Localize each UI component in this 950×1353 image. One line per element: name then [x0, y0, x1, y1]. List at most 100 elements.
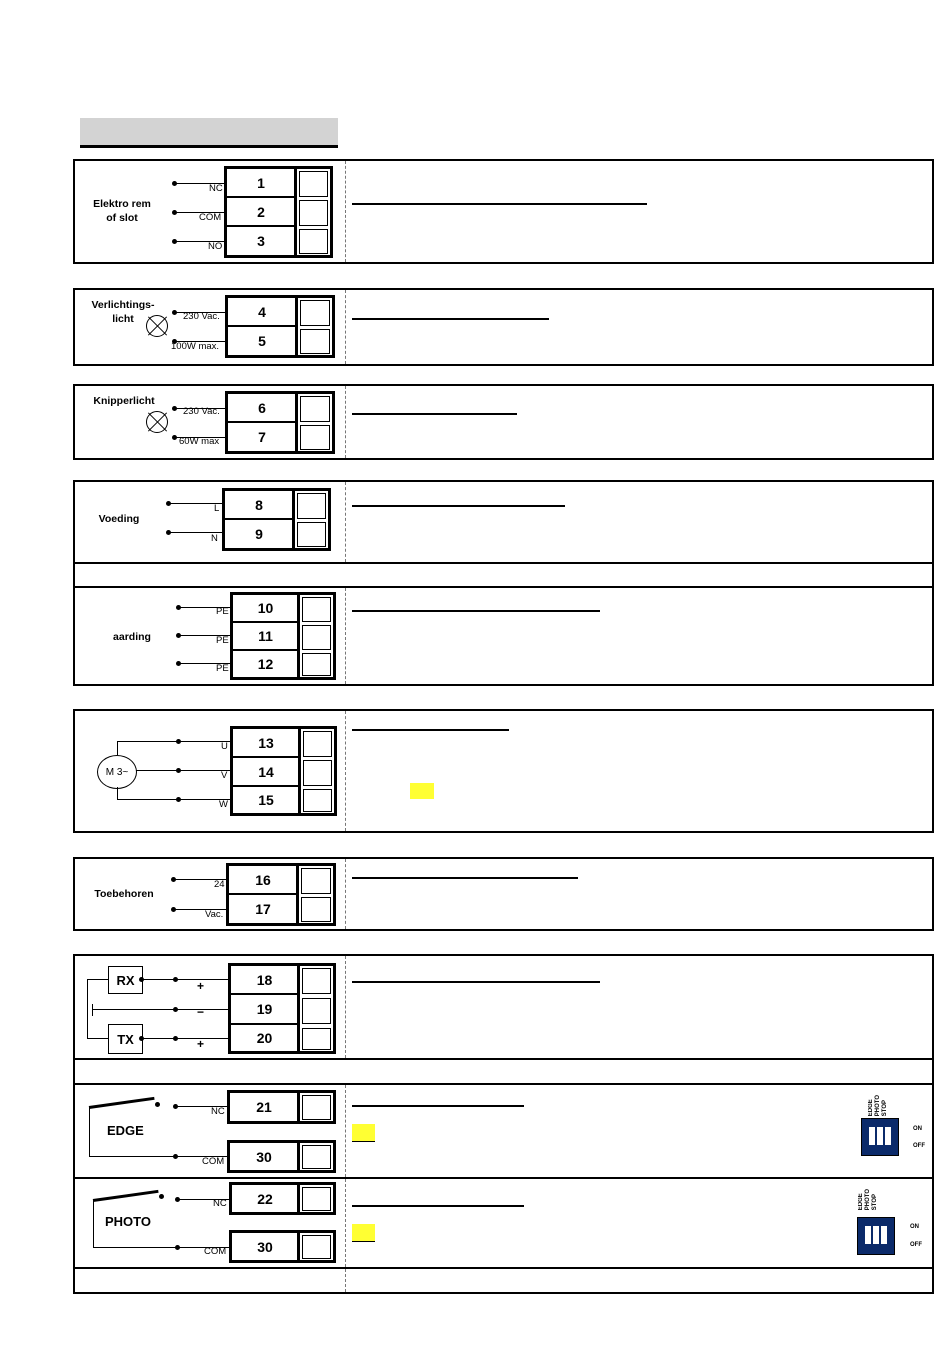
plus-sign: + — [197, 979, 205, 993]
description-pane — [345, 161, 346, 262]
wire-label: NC — [209, 183, 223, 194]
wire-label: NC — [213, 1198, 227, 1209]
wire-label: NC — [211, 1106, 225, 1117]
terminal-number: 22 — [232, 1185, 300, 1212]
wire-label: L — [214, 503, 220, 514]
terminal-block: 18 19 20 — [228, 963, 336, 1054]
wire-label: COM — [204, 1246, 227, 1257]
wire-label: W — [219, 799, 228, 810]
terminal-block: 1 2 3 — [224, 166, 333, 258]
description-underline — [352, 981, 600, 983]
terminal-number: 3 — [227, 227, 297, 255]
terminal-block: 13 14 15 — [230, 726, 337, 816]
terminal-block: 8 9 — [222, 488, 331, 551]
component-label: Verlichtings- licht — [91, 299, 155, 325]
wire-label: PE — [216, 635, 229, 646]
terminal-block: 22 — [229, 1182, 336, 1215]
wire-label: 100W max. — [171, 341, 220, 352]
wire-label: 230 Vac. — [183, 406, 220, 417]
tx-box: TX — [108, 1024, 143, 1054]
component-label: Elektro rem of slot — [93, 198, 151, 224]
description-underline — [352, 1205, 524, 1207]
wire-label: 24 — [214, 879, 225, 890]
component-label: aarding — [113, 631, 151, 643]
wire-label: NO — [208, 241, 223, 252]
block-verlichting: Verlichtings- licht 230 Vac. 100W max. 4… — [73, 288, 934, 366]
wire-label: Vac. — [205, 909, 224, 920]
terminal-number: 13 — [233, 729, 301, 758]
highlight-mark — [352, 1124, 375, 1142]
terminal-number: 21 — [230, 1093, 300, 1121]
motor-symbol: M 3~ — [97, 755, 137, 789]
minus-sign: − — [197, 1005, 205, 1019]
terminal-number: 14 — [233, 758, 301, 787]
component-label: Knipperlicht — [93, 395, 155, 407]
edge-label: EDGE — [107, 1123, 144, 1138]
terminal-number: 2 — [227, 198, 297, 227]
highlight-mark — [352, 1224, 375, 1242]
description-underline — [352, 203, 647, 205]
description-underline — [352, 877, 578, 879]
terminal-number: 8 — [225, 491, 295, 520]
terminal-number: 30 — [230, 1143, 300, 1170]
terminal-number: 7 — [228, 423, 298, 451]
dip-off-label: OFF — [913, 1143, 925, 1149]
wire-label: V — [221, 770, 228, 781]
block-toebehoren: Toebehoren 24 Vac. 16 17 — [73, 857, 934, 931]
block-elektro-rem: Elektro rem of slot NC COM NO 1 2 3 — [73, 159, 934, 264]
lamp-icon — [146, 315, 168, 337]
terminal-number: 1 — [227, 169, 297, 198]
terminal-number: 19 — [231, 995, 300, 1025]
section-header-bar — [80, 118, 338, 148]
terminal-number: 18 — [231, 966, 300, 995]
terminal-number: 5 — [228, 327, 298, 355]
terminal-number: 20 — [231, 1025, 300, 1051]
terminal-number: 6 — [228, 394, 298, 423]
block-motor: M 3~ U V W 13 14 15 — [73, 709, 934, 833]
dip-off-label: OFF — [910, 1242, 922, 1248]
description-underline — [352, 729, 509, 731]
highlight-mark — [410, 783, 434, 799]
wire-label: U — [221, 741, 228, 752]
description-underline — [352, 413, 517, 415]
block-voeding-aarding: Voeding L N 8 9 aarding PE PE PE 10 11 1… — [73, 480, 934, 686]
terminal-number: 30 — [232, 1233, 300, 1260]
terminal-block: 10 11 12 — [230, 592, 336, 680]
rx-box: RX — [108, 966, 143, 994]
terminal-block: 6 7 — [225, 391, 335, 454]
description-underline — [352, 1105, 524, 1107]
terminal-number: 11 — [233, 623, 300, 651]
component-label: Voeding — [98, 513, 140, 525]
dip-on-label: ON — [913, 1126, 922, 1132]
terminal-block: 30 — [227, 1140, 336, 1173]
terminal-block: 30 — [229, 1230, 336, 1263]
description-underline — [352, 318, 549, 320]
wire-label: PE — [216, 606, 229, 617]
terminal-number: 10 — [233, 595, 300, 623]
terminal-number: 15 — [233, 787, 301, 813]
description-underline — [352, 610, 600, 612]
dip-switch — [861, 1118, 899, 1156]
wire-label: COM — [202, 1156, 225, 1167]
lamp-icon — [146, 411, 168, 433]
dip-on-label: ON — [910, 1224, 919, 1230]
wire-label: 60W max — [179, 436, 220, 447]
description-underline — [352, 505, 565, 507]
terminal-block: 16 17 — [226, 863, 336, 926]
wire-label: 230 Vac. — [183, 311, 220, 322]
terminal-block: 21 — [227, 1090, 336, 1124]
terminal-number: 16 — [229, 866, 299, 895]
terminal-number: 17 — [229, 895, 299, 923]
terminal-block: 4 5 — [225, 295, 335, 358]
wire-label: PE — [216, 663, 229, 674]
terminal-number: 4 — [228, 298, 298, 327]
block-knipperlicht: Knipperlicht 230 Vac. 60W max 6 7 — [73, 384, 934, 460]
terminal-number: 12 — [233, 651, 300, 677]
wire-label: COM — [199, 212, 222, 223]
plus-sign: + — [197, 1037, 205, 1051]
dip-switch — [857, 1217, 895, 1255]
photo-label: PHOTO — [105, 1214, 151, 1229]
terminal-number: 9 — [225, 520, 295, 548]
